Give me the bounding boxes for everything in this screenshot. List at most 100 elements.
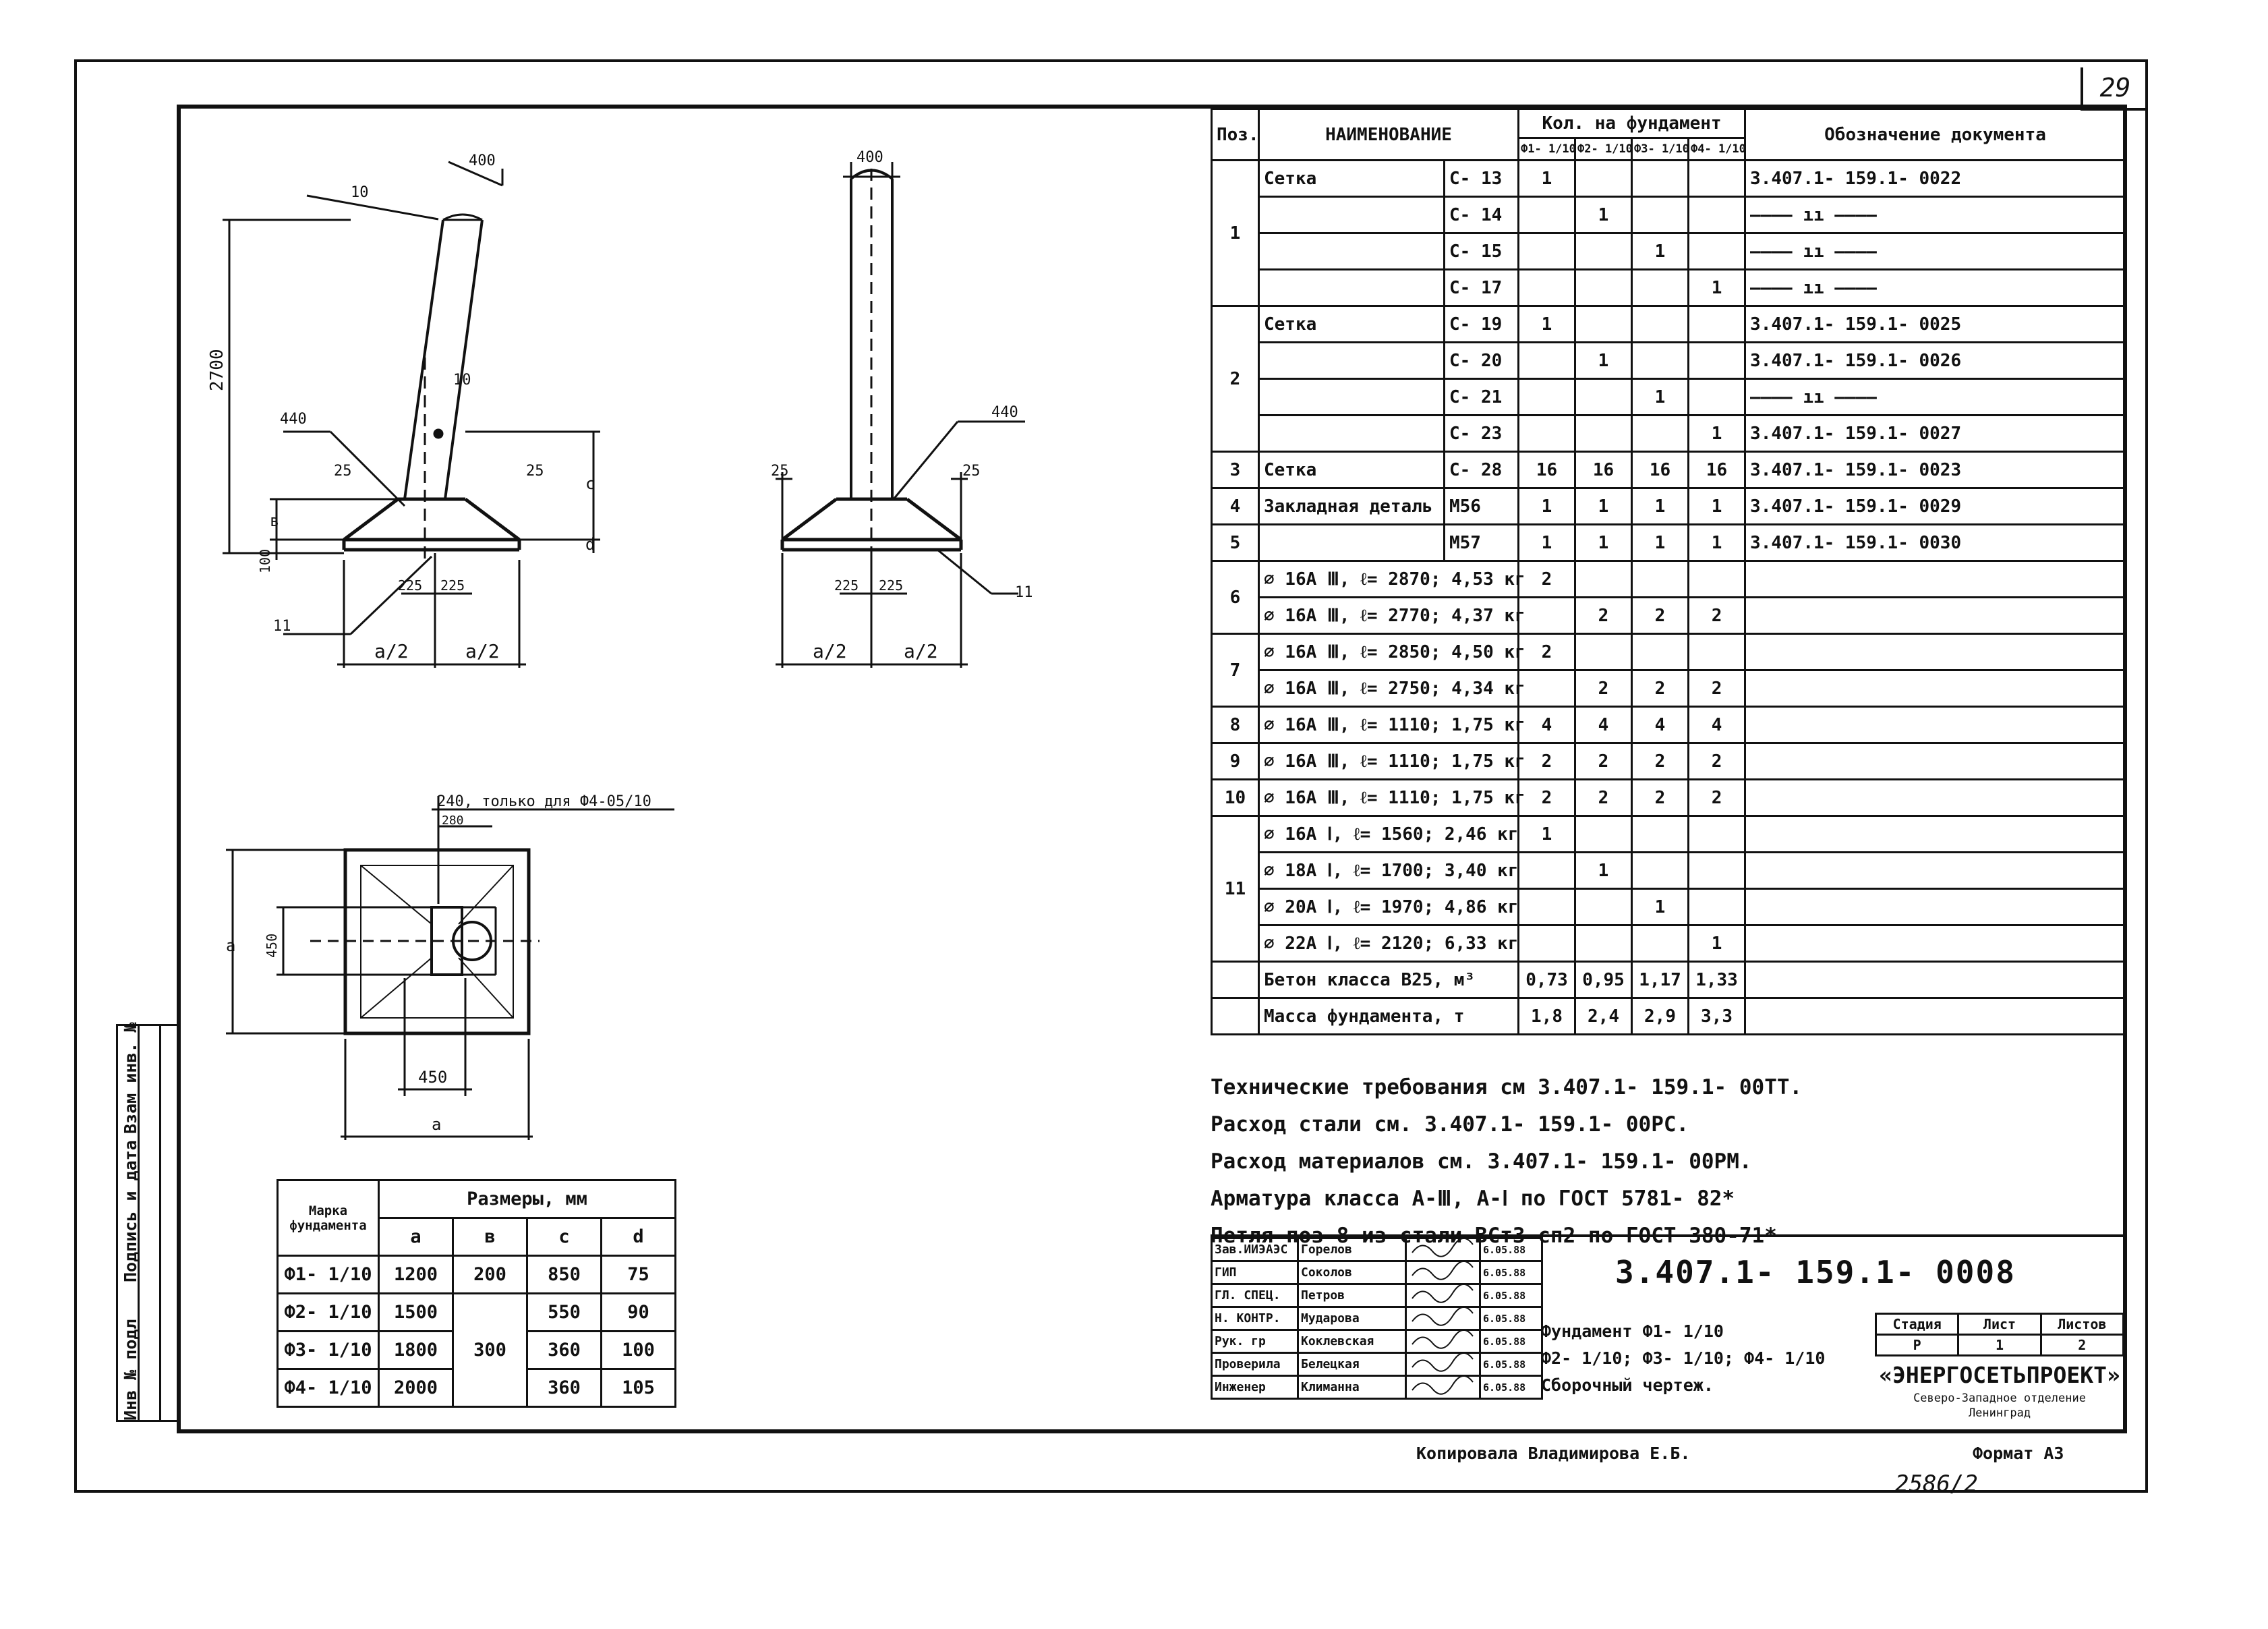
doc-cell [1744, 633, 2127, 671]
side-label-2700: 2700 [207, 349, 227, 391]
qty-cell: 16 [1687, 451, 1747, 489]
qty-cell: 1 [1574, 851, 1633, 890]
qty-cell: 2 [1687, 669, 1747, 708]
qty-cell [1574, 268, 1633, 307]
qty-cell: 1 [1687, 268, 1747, 307]
pos-cell: 8 [1211, 706, 1260, 744]
pos-cell: 10 [1211, 778, 1260, 817]
qty-cell [1574, 232, 1633, 270]
qty-cell [1574, 560, 1633, 598]
signature-mark [1405, 1237, 1481, 1262]
mark-cell: С- 14 [1443, 196, 1519, 234]
name-cell [1258, 268, 1445, 307]
qty-cell [1574, 888, 1633, 926]
front-label-225-left: 225 [834, 577, 859, 594]
signature-scribble [1412, 1375, 1474, 1395]
qty-cell [1574, 414, 1633, 453]
doc-cell [1744, 851, 2127, 890]
doc-cell: ———— ıı ———— [1744, 196, 2127, 234]
title-line: Фундамент Ф1- 1/10 [1541, 1321, 1724, 1341]
side-label-c: с [585, 474, 595, 493]
technical-notes: Технические требования см 3.407.1- 159.1… [1211, 1069, 2121, 1255]
qty-cell: 1 [1517, 159, 1576, 198]
qty-cell [1631, 815, 1689, 853]
qty-cell: 2,9 [1631, 997, 1689, 1035]
qty-cell [1687, 633, 1747, 671]
doc-cell [1744, 997, 2127, 1035]
plan-label-280: 280 [442, 813, 464, 828]
qty-cell: 2 [1631, 778, 1689, 817]
signature-role: ГЛ. СПЕЦ. [1211, 1283, 1299, 1308]
pos-cell: 2 [1211, 305, 1260, 453]
front-label-400: 400 [856, 149, 883, 166]
doc-cell: ———— ıı ———— [1744, 232, 2127, 270]
qty-cell: 1 [1687, 487, 1747, 525]
header-qty-f1: Ф1- 1/10 [1517, 137, 1576, 161]
signature-date: 6.05.88 [1479, 1352, 1543, 1377]
front-label-25-left: 25 [771, 463, 789, 480]
qty-cell: 4 [1687, 706, 1747, 744]
mark-cell: С- 28 [1443, 451, 1519, 489]
sheets-header: Листов [2039, 1313, 2125, 1336]
sheet-number: 29 [2081, 67, 2147, 111]
qty-cell [1687, 851, 1747, 890]
inventory-number: 2586/2 [1895, 1470, 1978, 1497]
mark-cell: С- 21 [1443, 378, 1519, 416]
qty-cell: 2 [1574, 742, 1633, 780]
qty-cell: 1 [1687, 924, 1747, 963]
doc-cell: 3.407.1- 159.1- 0022 [1744, 159, 2127, 198]
front-label-25-right: 25 [962, 463, 981, 480]
drawing-sheet [74, 59, 2148, 1493]
mark-cell: С- 23 [1443, 414, 1519, 453]
qty-cell [1517, 196, 1576, 234]
name-cell: ⌀ 16А Ⅰ, ℓ= 1560; 2,46 кг [1258, 815, 1519, 853]
qty-cell: 2 [1517, 633, 1576, 671]
signature-role: Инженер [1211, 1375, 1299, 1400]
signature-role: Проверила [1211, 1352, 1299, 1377]
pos-cell: 7 [1211, 633, 1260, 708]
note-line: Расход материалов см. 3.407.1- 159.1- 00… [1211, 1149, 1752, 1174]
dims-c: 850 [526, 1255, 602, 1294]
header-doc: Обозначение документа [1744, 108, 2127, 161]
doc-cell [1744, 961, 2127, 999]
side-label-100: 100 [257, 549, 273, 573]
qty-cell: 1 [1574, 341, 1633, 380]
side-label-25-right: 25 [526, 463, 544, 480]
qty-cell: 1,8 [1517, 997, 1576, 1035]
name-cell [1258, 378, 1445, 416]
name-cell: Сетка [1258, 305, 1445, 343]
name-cell: Сетка [1258, 451, 1445, 489]
plan-label-450-bottom: 450 [418, 1068, 447, 1087]
qty-cell [1574, 378, 1633, 416]
sheets-value: 2 [2039, 1334, 2125, 1356]
qty-cell: 1 [1631, 232, 1689, 270]
qty-cell: 4 [1574, 706, 1633, 744]
stage-table: Стадия Лист Листов Р 1 2 [1874, 1313, 2125, 1356]
side-label-d: d [585, 535, 595, 554]
doc-cell: ———— ıı ———— [1744, 268, 2127, 307]
qty-cell [1517, 378, 1576, 416]
side-label-10-top: 10 [351, 184, 369, 201]
qty-cell [1687, 815, 1747, 853]
dims-c: 550 [526, 1292, 602, 1332]
qty-cell [1631, 305, 1689, 343]
qty-cell [1687, 305, 1747, 343]
doc-cell: 3.407.1- 159.1- 0025 [1744, 305, 2127, 343]
name-cell: ⌀ 16А Ⅲ, ℓ= 1110; 1,75 кг [1258, 742, 1525, 780]
qty-cell [1631, 196, 1689, 234]
sheet-header: Лист [1957, 1313, 2042, 1336]
dims-c: 360 [526, 1368, 602, 1408]
pos-cell: 9 [1211, 742, 1260, 780]
qty-cell: 1 [1517, 305, 1576, 343]
name-cell: Бетон класса В25, м³ [1258, 961, 1519, 999]
